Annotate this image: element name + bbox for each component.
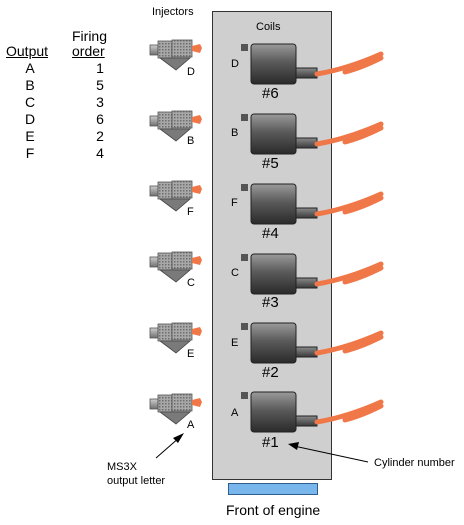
cylinder-number: #2 <box>262 364 279 381</box>
ms3x-arrow <box>155 433 184 459</box>
injector-letter: B <box>187 135 195 147</box>
cylinder-number: #1 <box>262 434 279 451</box>
cylinder-number: #5 <box>262 155 279 172</box>
injector-letter: E <box>187 348 195 360</box>
coil-3 <box>241 254 381 294</box>
injectors-label: Injectors <box>152 6 194 18</box>
front-of-engine-label: Front of engine <box>226 502 321 518</box>
injector-letter: A <box>187 419 195 431</box>
table-order: 6 <box>96 111 104 127</box>
table-order: 2 <box>96 128 104 144</box>
coil-1 <box>241 392 381 432</box>
injector-f <box>149 180 203 212</box>
coil-letter: D <box>231 58 239 70</box>
cylinder-number-label: Cylinder number <box>374 457 455 469</box>
table-output: C <box>24 94 36 110</box>
coil-letter: E <box>231 337 239 349</box>
firing-header-line2: order <box>72 43 105 59</box>
coil-letter: C <box>231 267 239 279</box>
firing-header-line1: Firing <box>72 28 108 44</box>
coil-6 <box>241 44 381 84</box>
ms3x-label-line2: output letter <box>107 475 166 487</box>
output-header: Output <box>6 43 49 59</box>
coil-2 <box>241 323 381 363</box>
cylinder-number-arrow <box>288 442 369 463</box>
table-output: E <box>25 128 35 144</box>
table-order: 4 <box>96 145 104 161</box>
cylinder-number: #6 <box>262 85 279 102</box>
coil-4 <box>241 184 381 224</box>
table-output: B <box>25 77 35 93</box>
table-output: D <box>24 111 36 127</box>
table-output: A <box>25 60 35 76</box>
coil-letter: B <box>231 127 239 139</box>
injector-letter: D <box>187 66 195 78</box>
coils-label: Coils <box>256 21 281 33</box>
table-order: 3 <box>96 94 104 110</box>
table-order: 1 <box>96 60 104 76</box>
ms3x-label-line1: MS3X <box>107 461 137 473</box>
front-of-engine-bar <box>228 483 318 495</box>
table-order: 5 <box>96 77 104 93</box>
injector-letter: F <box>187 206 194 218</box>
table-output: F <box>25 145 35 161</box>
cylinder-number: #3 <box>262 294 279 311</box>
cylinder-number: #4 <box>262 225 279 242</box>
injector-letter: C <box>187 277 195 289</box>
coil-letter: F <box>231 197 238 209</box>
coil-5 <box>241 114 381 154</box>
coil-letter: A <box>231 407 239 419</box>
